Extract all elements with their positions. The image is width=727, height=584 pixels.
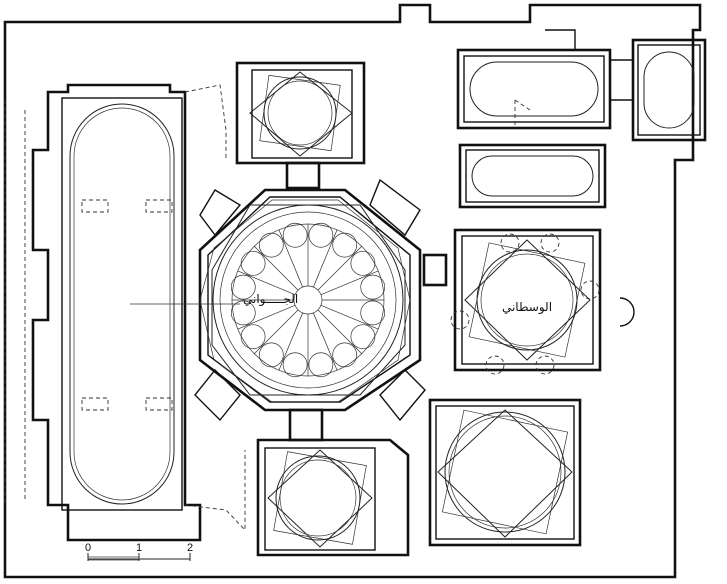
right-vault-room [458,143,607,209]
dome-rib-line [254,309,299,354]
dome-rib-line [317,246,362,291]
bottom-center-domed-room [256,438,410,557]
dome-lobe [240,324,266,350]
dome-lobe [308,222,334,248]
dome-rib-line [313,312,338,371]
small-niche-room [422,253,448,287]
dome-lobe [258,232,284,258]
dome-rib-line [237,270,296,295]
dome-ribs [230,222,386,378]
far-right-top-room [610,38,707,142]
label-juwani: الجـــــواني [243,292,298,307]
scale-bar: 0 1 2 [85,542,193,561]
label-wustani: الوسطاني [502,300,552,315]
scale-tick-1: 1 [136,542,142,554]
bottom-right-domed-room [428,398,582,547]
right-top-room [456,29,612,130]
dome-rib-line [320,305,379,330]
dome-rib-line [254,246,299,291]
dome-lobe [350,250,376,276]
dome-lobe [282,222,308,248]
dome-lobe [240,250,266,276]
dome-lobe [230,274,256,300]
dome-lobe [230,300,256,326]
left-long-hall [4,83,246,542]
central-octagon-dome [194,178,426,442]
scale-tick-0: 0 [85,542,91,554]
dome-lobe [360,300,386,326]
dome-lobe [282,352,308,378]
dome-lobe [332,342,358,368]
dome-rib-line [278,312,303,371]
scale-tick-2: 2 [187,542,193,554]
outer-boundary-wall [3,3,702,579]
dome-rib-line [237,305,296,330]
dome-lobe [308,352,334,378]
wustani-domed-room [450,228,635,375]
dome-lobe [360,274,386,300]
dome-rib-line [313,229,338,288]
dome-lobe [332,232,358,258]
dome-lobe [350,324,376,350]
dome-lobe [258,342,284,368]
dome-rib-line [317,309,362,354]
dome-rib-line [320,270,379,295]
dome-rib-line [278,229,303,288]
top-center-domed-room [235,61,366,190]
